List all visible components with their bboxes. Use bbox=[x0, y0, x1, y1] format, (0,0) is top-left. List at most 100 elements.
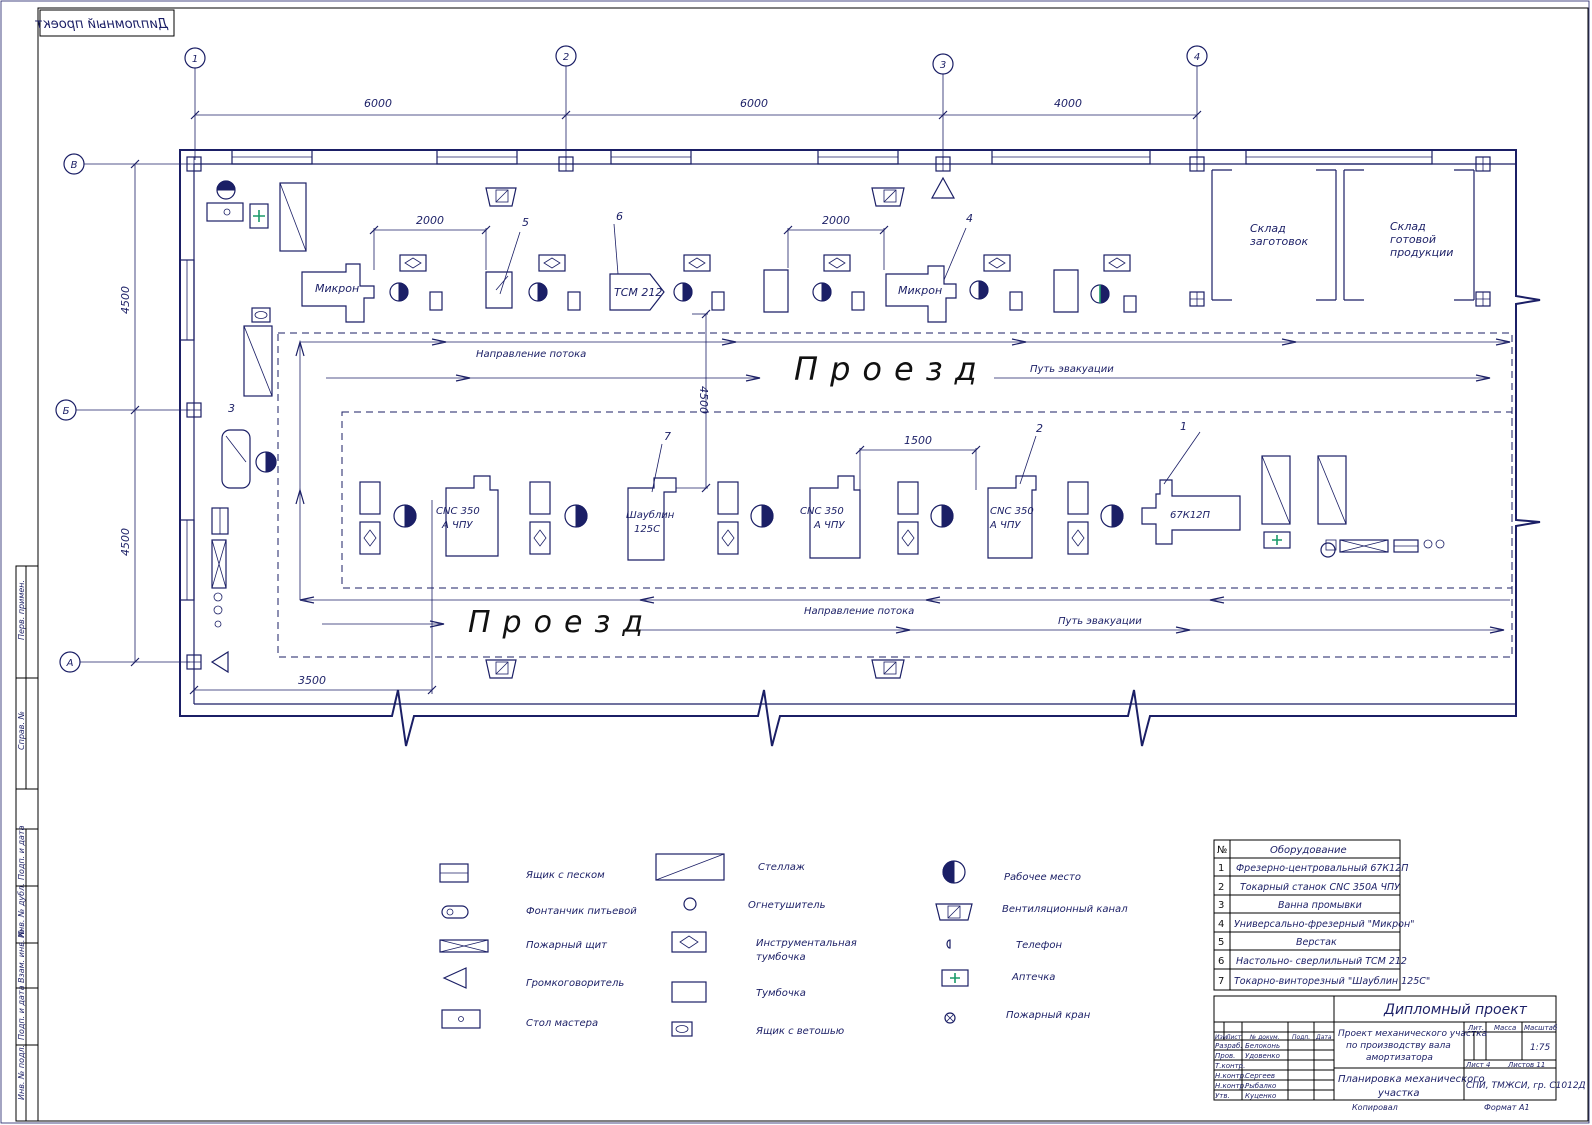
extinguisher-icon bbox=[1423, 539, 1433, 549]
cabinet-icon bbox=[1067, 481, 1089, 515]
eq-row-name: Универсально-фрезерный "Микрон" bbox=[1234, 919, 1415, 930]
sheet-inner-frame bbox=[37, 7, 1589, 1122]
cabinet-icon bbox=[567, 291, 581, 311]
workbench bbox=[763, 269, 789, 313]
tsm-label: ТСМ 212 bbox=[614, 286, 662, 299]
stamp-person: Белоконь bbox=[1245, 1042, 1280, 1050]
legend-toolcab-label-2: тумбочка bbox=[756, 951, 806, 963]
legend-ragbox-label: Ящик с ветошью bbox=[755, 1026, 844, 1037]
toolcab-icon bbox=[1067, 521, 1089, 555]
legend-extinguisher-label: Огнетушитель bbox=[748, 900, 826, 911]
toolcab-icon bbox=[717, 521, 739, 555]
ragbox-icon bbox=[251, 307, 271, 323]
dim-4500-c: 4500 bbox=[697, 386, 710, 414]
stamp-person: Куценко bbox=[1245, 1092, 1276, 1100]
strip-label-sign-date2: Подп. и дата bbox=[17, 985, 26, 1040]
strip-label-ref: Справ. № bbox=[17, 711, 26, 750]
axis-label-b: Б bbox=[63, 406, 70, 417]
label-6: 6 bbox=[616, 210, 623, 223]
dim-4000: 4000 bbox=[1054, 97, 1082, 110]
dimension-left: 4500 4500 bbox=[119, 159, 140, 667]
axis-label-3: 3 bbox=[940, 60, 946, 71]
cnc-1-label-b: А ЧПУ bbox=[441, 520, 473, 531]
label-4: 4 bbox=[966, 212, 973, 225]
workbench bbox=[1053, 269, 1079, 313]
toolcab-icon bbox=[983, 254, 1011, 272]
stamp-sheet-title-2: участка bbox=[1377, 1088, 1419, 1099]
shaublin-label-b: 125С bbox=[634, 524, 660, 535]
legend-firstaid-icon bbox=[941, 969, 969, 987]
toolcab-icon bbox=[359, 521, 381, 555]
binding-strip: Перв. примен. Справ. № Подп. и дата Инв.… bbox=[15, 565, 39, 1122]
stamp-col-doc: № докум. bbox=[1249, 1034, 1280, 1041]
legend-rack-label: Стеллаж bbox=[758, 862, 805, 873]
legend-rack-icon bbox=[655, 853, 725, 881]
workbench-5 bbox=[485, 271, 513, 309]
speaker-icon bbox=[930, 176, 956, 199]
mikron-1-label: Микрон bbox=[315, 282, 359, 295]
strip-label-replace: Взам. инв. № bbox=[17, 929, 26, 983]
flow-label-bottom: Направление потока bbox=[804, 606, 914, 617]
wash-tank-3 bbox=[221, 429, 251, 489]
legend-phone-label: Телефон bbox=[1016, 940, 1062, 951]
stamp-role: Н.контр. bbox=[1215, 1072, 1246, 1080]
cabinet-icon bbox=[897, 481, 919, 515]
aisle-label-bottom: Проезд bbox=[468, 605, 655, 640]
bottom-row-equipment: CNC 350 А ЧПУ Шаублин 125С 7 CNC 350 А Ч… bbox=[359, 420, 1445, 561]
legend-sand-label: Ящик с песком bbox=[525, 870, 605, 881]
stamp-role: Пров. bbox=[1215, 1052, 1235, 1060]
cabinet-icon bbox=[429, 291, 443, 311]
inner-dimensions: 2000 2000 1500 4500 3500 bbox=[189, 214, 981, 695]
machine-cnc-350-2 bbox=[809, 475, 861, 559]
legend-ragbox-icon bbox=[671, 1021, 693, 1037]
firstaid-icon bbox=[1263, 531, 1291, 549]
eq-header-name: Оборудование bbox=[1270, 844, 1347, 856]
stamp-format: Формат А1 bbox=[1484, 1103, 1530, 1112]
stamp-role: Разраб. bbox=[1215, 1042, 1243, 1050]
eq-row-no: 1 bbox=[1218, 863, 1224, 874]
mikron-2-label: Микрон bbox=[898, 284, 942, 297]
legend-toolcab-icon bbox=[671, 931, 707, 953]
cabinet-icon bbox=[1123, 295, 1137, 313]
dim-6000-b: 6000 bbox=[740, 97, 768, 110]
title-block: Изм. Лист № докум. Подп. Дата Разраб. Бе… bbox=[1213, 995, 1586, 1112]
toolcab-icon bbox=[538, 254, 566, 272]
extinguisher-icon bbox=[213, 605, 223, 615]
equipment-table: № Оборудование 1 Фрезерно-центровальный … bbox=[1213, 839, 1430, 991]
machine-cnc-350-3 bbox=[987, 475, 1037, 559]
toolcab-icon bbox=[1103, 254, 1131, 272]
strip-label-original: Инв. № подл. bbox=[17, 1045, 26, 1100]
legend-mastertable-icon bbox=[441, 1009, 481, 1029]
cnc-2-label-b: А ЧПУ bbox=[813, 520, 845, 531]
legend-cabinet-label: Тумбочка bbox=[756, 987, 806, 999]
machine-mikron-2 bbox=[885, 265, 957, 323]
machine-tsm-212 bbox=[609, 273, 665, 311]
master-table-icon bbox=[206, 202, 244, 222]
legend-extinguisher-icon bbox=[683, 897, 697, 911]
eq-row-name: Токарно-винторезный "Шаублин 125С" bbox=[1234, 976, 1430, 987]
dim-6000-a: 6000 bbox=[364, 97, 392, 110]
stamp-col-list: Лист bbox=[1225, 1034, 1242, 1041]
dimension-top: 6000 6000 4000 bbox=[190, 97, 1202, 120]
cabinet-icon bbox=[717, 481, 739, 515]
label-3: 3 bbox=[228, 402, 235, 415]
legend-mastertable-label: Стол мастера bbox=[526, 1018, 598, 1029]
eq-row-no: 7 bbox=[1218, 976, 1224, 987]
stamp-lit-label: Лит. bbox=[1467, 1024, 1484, 1032]
cnc-2-label-a: CNC 350 bbox=[800, 506, 844, 517]
speaker-icon bbox=[210, 650, 229, 674]
cabinet-icon bbox=[359, 481, 381, 515]
stamp-role: Т.контр. bbox=[1215, 1062, 1245, 1070]
mirrored-title-box bbox=[39, 9, 175, 37]
machine-shaublin-125c bbox=[627, 477, 677, 561]
cabinet-icon bbox=[529, 481, 551, 515]
firepanel-icon bbox=[1339, 539, 1389, 553]
axis-label-2: 2 bbox=[563, 52, 569, 63]
stamp-sheet-title-1: Планировка механического bbox=[1338, 1074, 1485, 1085]
eq-row-name: Токарный станок CNC 350А ЧПУ bbox=[1240, 882, 1401, 893]
